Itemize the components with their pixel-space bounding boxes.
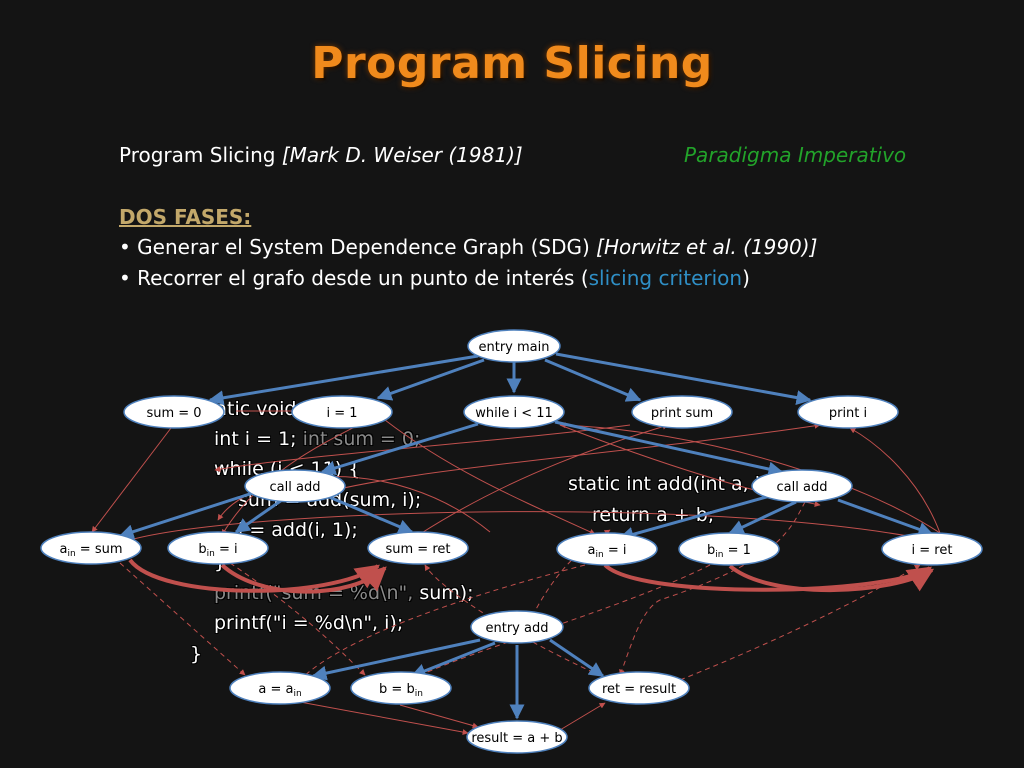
control-edges [118, 352, 934, 720]
node-ret-result: ret = result [588, 671, 690, 705]
bullet-traverse-post: ) [742, 266, 750, 290]
node-bin-i: bin = i [167, 531, 269, 565]
node-entry-add: entry add [470, 610, 564, 644]
svg-text:bin = i: bin = i [198, 542, 237, 559]
node-ain-i: ain = i [556, 532, 658, 566]
svg-text:result = a + b: result = a + b [471, 731, 562, 746]
svg-text:print i: print i [829, 406, 867, 421]
intro-text: Program Slicing [119, 143, 282, 167]
node-call-add-2: call add [751, 469, 853, 503]
svg-text:i = ret: i = ret [912, 543, 953, 558]
node-result: result = a + b [466, 720, 568, 754]
code-main-l9: } [190, 643, 203, 665]
svg-text:bin = 1: bin = 1 [707, 543, 751, 560]
node-b-bin: b = bin [350, 671, 452, 705]
bullet-sdg: • Generar el System Dependence Graph (SD… [119, 235, 817, 259]
node-bin-1: bin = 1 [678, 532, 780, 566]
svg-text:sum = ret: sum = ret [386, 542, 451, 557]
svg-text:entry add: entry add [486, 621, 549, 636]
weiser-citation: [Mark D. Weiser (1981)] [281, 143, 523, 167]
svg-text:ain = sum: ain = sum [59, 542, 122, 559]
svg-text:b = bin: b = bin [379, 682, 423, 699]
svg-text:i = 1: i = 1 [326, 406, 357, 421]
node-ain-sum: ain = sum [40, 531, 142, 565]
slicing-criterion: slicing criterion [588, 266, 743, 290]
bullet-traverse-pre: • Recorrer el grafo desde un punto de in… [119, 266, 589, 290]
code-main-l2b: int sum = 0; [302, 428, 421, 450]
summary-edges [128, 558, 935, 594]
svg-text:entry main: entry main [479, 340, 550, 355]
code-main-l2: int i = 1; int sum = 0; [214, 428, 420, 450]
node-i-1: i = 1 [291, 395, 393, 429]
code-main-l2a: int i = 1; [214, 428, 303, 450]
slide-title: Program Slicing [311, 38, 713, 89]
node-sum-ret: sum = ret [367, 531, 469, 565]
bullet-traverse: • Recorrer el grafo desde un punto de in… [119, 266, 750, 290]
code-main-l5: i = add(i, 1); [238, 519, 358, 541]
code-main-l7b: sum); [419, 582, 474, 604]
code-main-l8: printf("i = %d\n", i); [214, 612, 404, 634]
svg-text:ain = i: ain = i [588, 543, 627, 560]
svg-text:call add: call add [270, 480, 321, 495]
node-sum-0: sum = 0 [123, 395, 225, 429]
svg-text:ret = result: ret = result [602, 682, 676, 697]
node-while: while i < 11 [463, 395, 565, 429]
bullet-sdg-text: • Generar el System Dependence Graph (SD… [119, 235, 597, 259]
node-print-i: print i [797, 395, 899, 429]
node-call-add-1: call add [244, 469, 346, 503]
node-print-sum: print sum [631, 395, 733, 429]
node-entry-main: entry main [467, 329, 561, 363]
paradigm-label: Paradigma Imperativo [684, 143, 907, 167]
section-heading: DOS FASES: [119, 205, 252, 229]
svg-text:a = ain: a = ain [258, 682, 301, 699]
svg-text:while i < 11: while i < 11 [475, 406, 553, 421]
horwitz-citation: [Horwitz et al. (1990)] [596, 235, 818, 259]
node-i-ret: i = ret [881, 532, 983, 566]
svg-text:print sum: print sum [651, 406, 713, 421]
svg-text:call add: call add [777, 480, 828, 495]
node-a-ain: a = ain [229, 671, 331, 705]
intro-line: Program Slicing [Mark D. Weiser (1981)] [119, 143, 523, 167]
svg-text:sum = 0: sum = 0 [146, 406, 201, 421]
